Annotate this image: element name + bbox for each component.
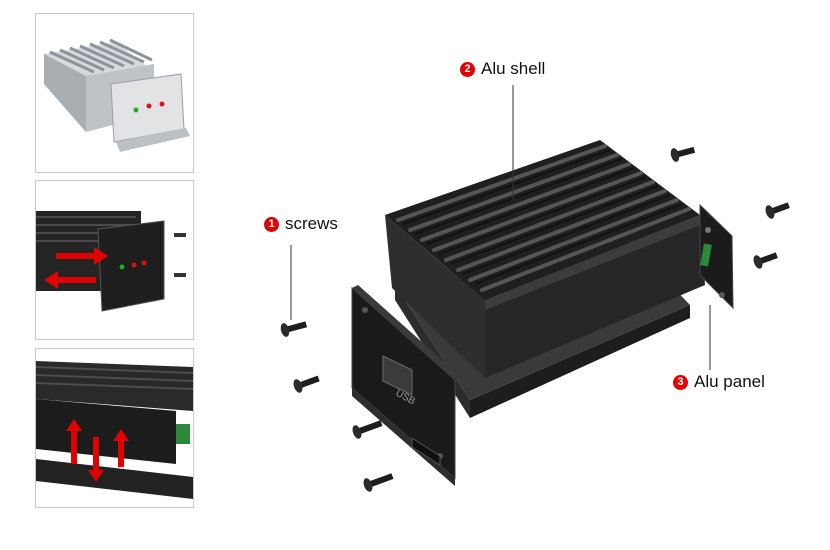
screw-icon xyxy=(280,321,308,337)
badge-number-1: 1 xyxy=(264,216,279,232)
slide-arrows-icon xyxy=(44,247,108,289)
screw-icon xyxy=(670,146,696,162)
led-red-icon xyxy=(146,103,152,109)
callout-alu-shell: 2 Alu shell xyxy=(460,59,545,79)
badge-number-3: 3 xyxy=(673,374,688,390)
panel-slide-illustration xyxy=(36,211,186,312)
base-plate xyxy=(470,305,690,418)
thumbnail-panel-slide[interactable] xyxy=(35,180,194,340)
shell-lift-illustration xyxy=(36,361,193,499)
callout-screws: 1 screws xyxy=(264,214,338,234)
thumbnail-assembled[interactable] xyxy=(35,13,194,173)
screw-icon xyxy=(753,252,778,269)
alu-shell xyxy=(385,140,705,378)
screw-icon xyxy=(293,375,320,393)
callout-alu-panel: 3 Alu panel xyxy=(673,372,765,392)
led-green-icon xyxy=(133,107,139,113)
screw-icon xyxy=(765,202,790,219)
callout-label-screws: screws xyxy=(285,214,338,233)
badge-number-2: 2 xyxy=(460,61,475,77)
rear-alu-panel xyxy=(699,203,734,310)
lift-arrows-icon xyxy=(66,419,129,482)
screw-icon xyxy=(363,473,394,492)
screw-icon xyxy=(352,420,383,439)
usb-port xyxy=(382,355,413,396)
screws-group xyxy=(280,146,790,492)
silver-enclosure-illustration xyxy=(44,38,190,152)
callout-label-alu-panel: Alu panel xyxy=(694,372,765,391)
callout-label-alu-shell: Alu shell xyxy=(481,59,546,78)
front-alu-panel: USB xyxy=(351,285,460,486)
thumbnail-shell-lift[interactable] xyxy=(35,348,194,508)
